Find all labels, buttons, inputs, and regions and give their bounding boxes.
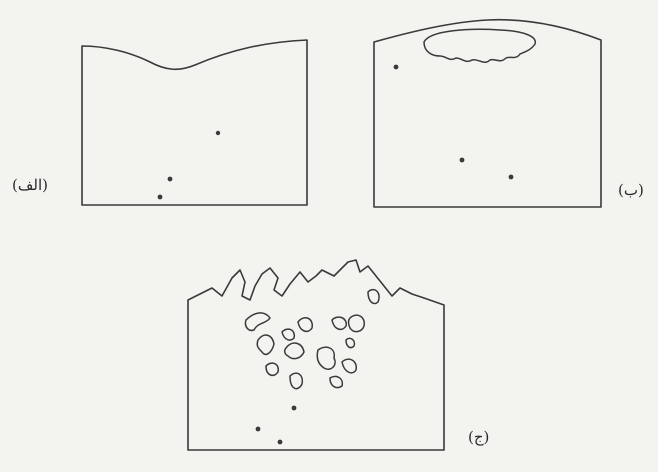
pore [332, 317, 346, 329]
pore [368, 290, 379, 304]
panel-alef-inclusion [158, 195, 163, 200]
panel-be-inclusion [460, 158, 465, 163]
panel-alef-ingot [82, 40, 307, 205]
panel-jim-outline [188, 260, 444, 450]
panel-be-label: (ب) [618, 181, 644, 199]
panel-be-outline [374, 20, 601, 207]
panel-jim-label: (ج) [468, 428, 489, 446]
panel-alef-outline [82, 40, 307, 205]
panel-be-pipe-cavity [424, 29, 535, 62]
pore [257, 335, 274, 354]
panel-jim-ingot [188, 260, 444, 450]
pore [349, 315, 365, 331]
panel-be-ingot [374, 20, 601, 207]
pore [330, 376, 342, 387]
panel-be-inclusion [509, 175, 514, 180]
panel-jim-pores [245, 290, 379, 389]
pore [266, 363, 278, 375]
pore [245, 313, 270, 330]
pore [298, 318, 312, 332]
pore [290, 373, 302, 388]
panel-alef-inclusion [168, 177, 173, 182]
pore [282, 329, 294, 340]
pore [342, 359, 356, 373]
pore [317, 347, 335, 369]
pore [285, 343, 304, 359]
panel-jim-inclusion [256, 427, 261, 432]
panel-jim-inclusion [292, 406, 297, 411]
panel-alef-inclusion [216, 131, 220, 135]
panel-alef-label: (الف) [12, 176, 48, 194]
pore [346, 338, 354, 347]
panel-jim-inclusion [278, 440, 283, 445]
panel-be-inclusion [394, 65, 399, 70]
